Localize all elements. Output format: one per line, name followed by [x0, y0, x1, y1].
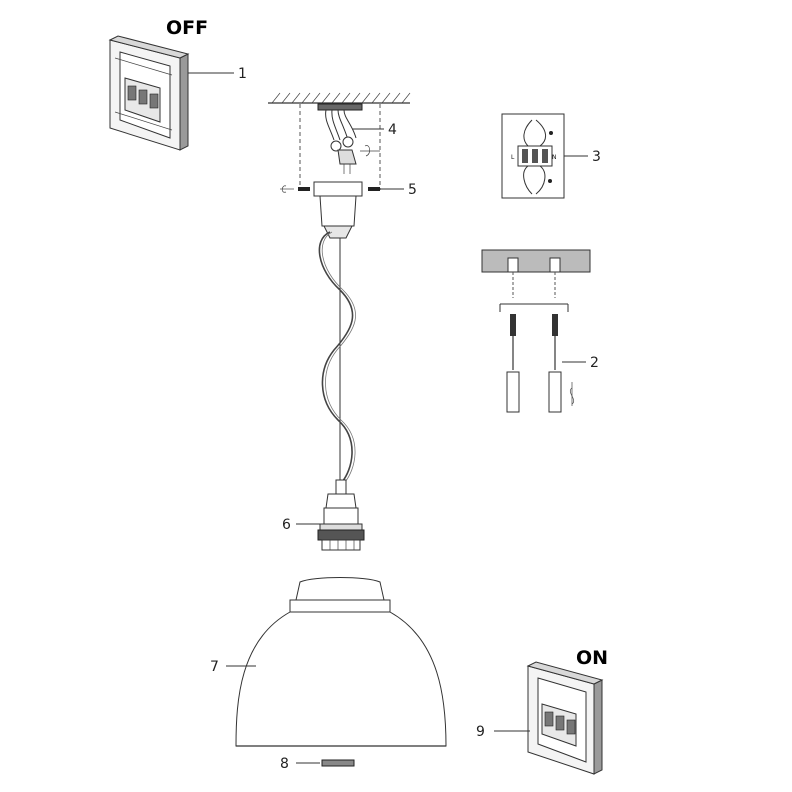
mounting-bracket: [299, 103, 384, 190]
switch-on: [494, 661, 604, 775]
callout-8: 8: [280, 756, 289, 772]
lamp-shade: [226, 577, 447, 747]
terminal-label-l: L: [511, 154, 515, 161]
callout-2: 2: [590, 355, 599, 371]
callout-7: 7: [210, 659, 219, 675]
callout-1: 1: [238, 66, 247, 82]
callout-9: 9: [476, 724, 485, 740]
callout-3: 3: [592, 149, 601, 165]
lamp-holder: [296, 479, 365, 551]
terminal-label-n: N: [552, 154, 557, 161]
callout-5: 5: [408, 182, 417, 198]
terminal-block: [501, 113, 588, 199]
suspension-cable: [318, 231, 356, 483]
ceiling: [268, 92, 411, 104]
switch-off: [108, 35, 234, 151]
callout-6: 6: [282, 517, 291, 533]
off-label: OFF: [166, 17, 208, 39]
callout-4: 4: [388, 122, 397, 138]
bottom-cap: [296, 759, 355, 767]
anchors-and-screws: [481, 249, 591, 413]
on-label: ON: [576, 647, 608, 669]
canopy: [280, 181, 404, 239]
